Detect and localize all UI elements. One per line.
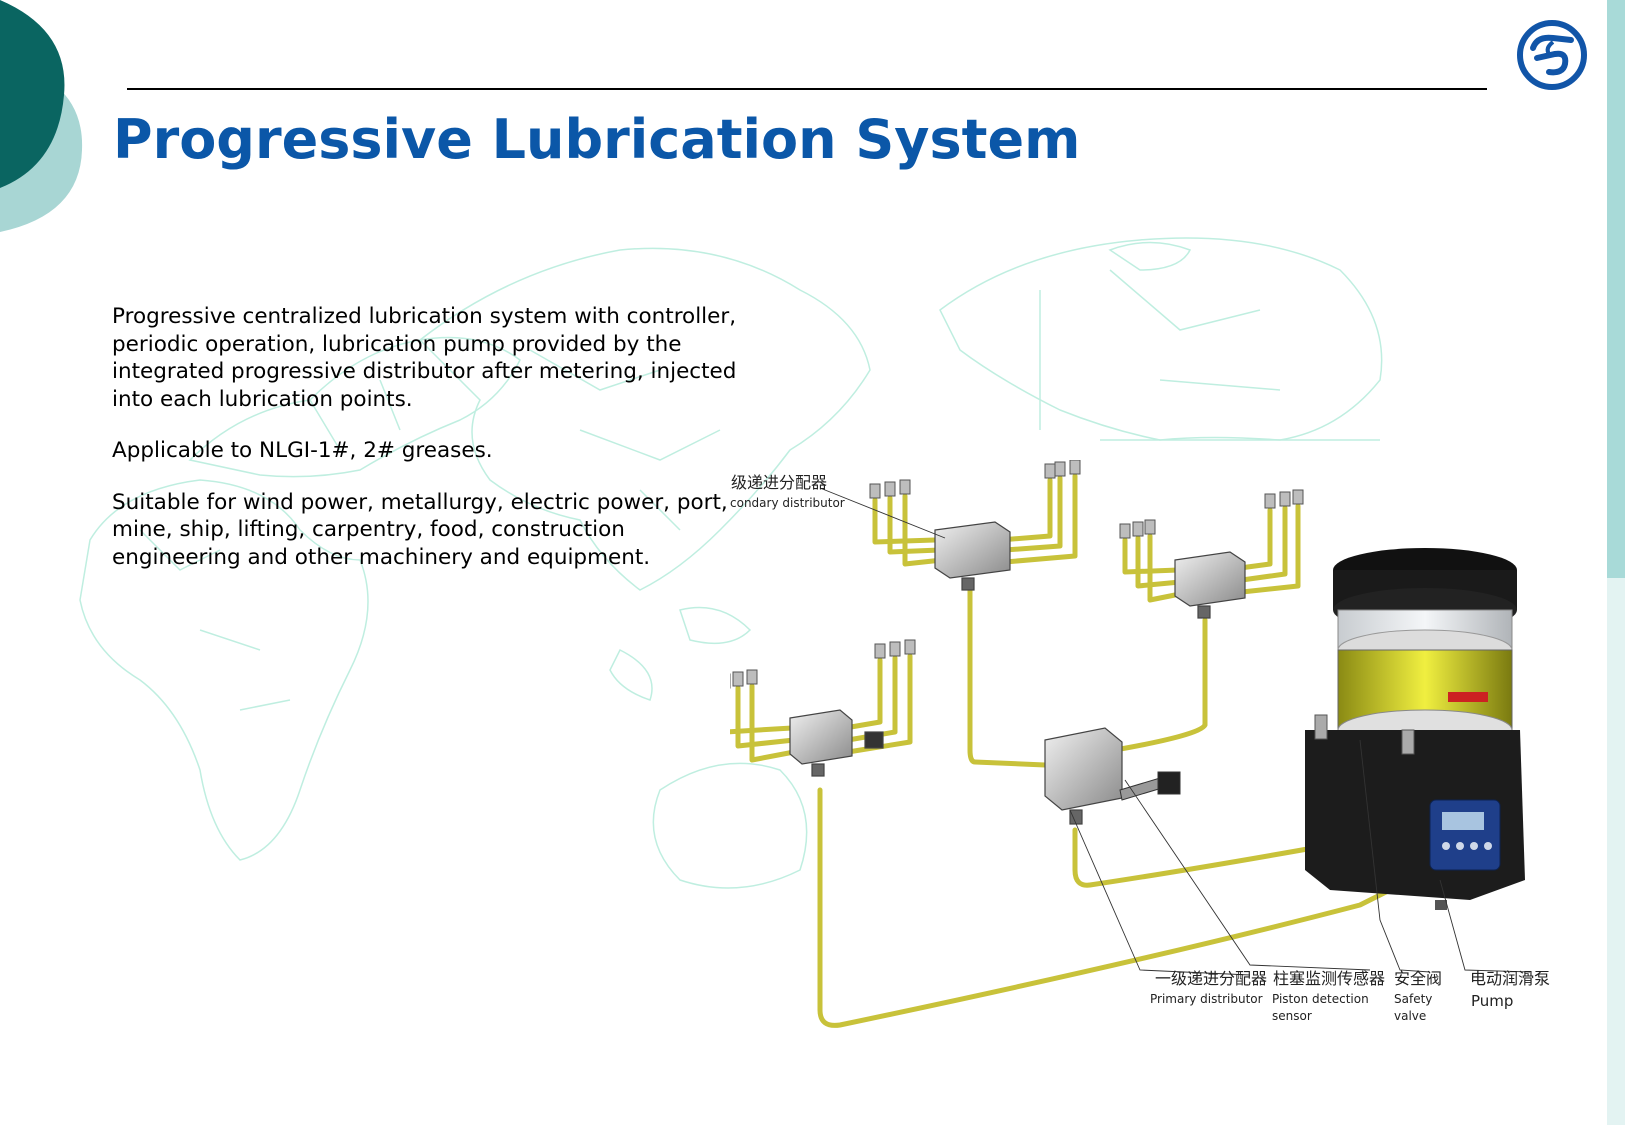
- safety-valve-label-en-2: valve: [1394, 1009, 1426, 1023]
- description-paragraph-1: Progressive centralized lubrication syst…: [112, 304, 737, 412]
- piston-sensor-label-cn: 柱塞监测传感器: [1273, 969, 1385, 988]
- primary-distributor-label-cn: 一级递进分配器: [1155, 969, 1267, 988]
- side-accent-bar: [1607, 0, 1625, 1125]
- safety-valve-label-en-1: Safety: [1394, 992, 1432, 1006]
- secondary-distributor-top: [934, 521, 1011, 591]
- pipe-network: [730, 473, 1393, 1028]
- title-divider: [127, 88, 1487, 90]
- secondary-distributor-label-cn: 次级递进分配器: [730, 473, 827, 492]
- electric-lubrication-pump: [1305, 548, 1525, 910]
- safety-valve-label-cn: 安全阀: [1394, 969, 1442, 988]
- description-paragraph-2: Applicable to NLGI-1#, 2# greases.: [112, 438, 493, 463]
- primary-distributor: [1044, 727, 1123, 825]
- pump-label-cn: 电动润滑泵: [1470, 969, 1550, 988]
- secondary-distributor-label-en: Secondary distributor: [730, 496, 845, 510]
- piston-sensor-label-en-1: Piston detection: [1272, 992, 1369, 1006]
- lubrication-system-diagram: 次级递进分配器 Secondary distributor 一级递进分配器 Pr…: [730, 460, 1550, 1028]
- corner-decoration: [0, 0, 83, 232]
- secondary-distributor-left: [789, 709, 884, 777]
- company-logo-icon: [1517, 20, 1587, 90]
- description-paragraph-3: Suitable for wind power, metallurgy, ele…: [112, 489, 728, 570]
- piston-sensor-label-en-2: sensor: [1272, 1009, 1312, 1023]
- pump-label-en: Pump: [1471, 992, 1513, 1010]
- primary-distributor-label-en: Primary distributor: [1150, 992, 1263, 1006]
- description-text: Progressive centralized lubrication syst…: [112, 303, 752, 595]
- page-title: Progressive Lubrication System: [113, 108, 1081, 171]
- secondary-distributor-right: [1174, 551, 1246, 619]
- world-map-background: [79, 237, 1383, 889]
- piston-detection-sensor: [1119, 771, 1181, 801]
